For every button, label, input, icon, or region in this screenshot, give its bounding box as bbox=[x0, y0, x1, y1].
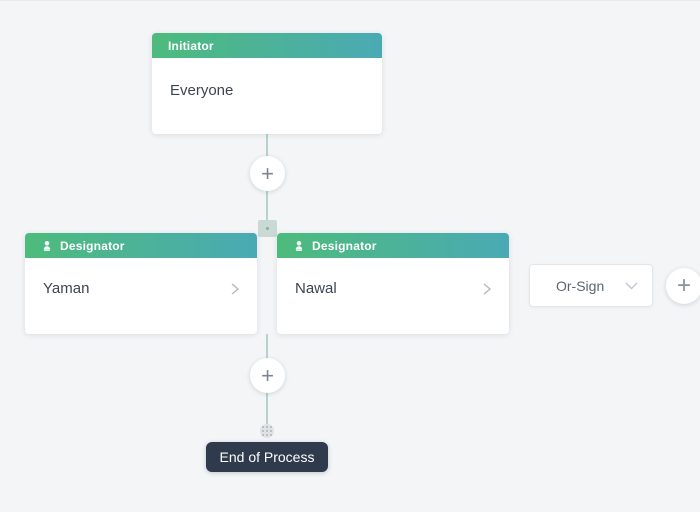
plus-icon: + bbox=[261, 362, 274, 388]
branch-connector-dot bbox=[266, 227, 269, 230]
initiator-value: Everyone bbox=[170, 82, 234, 99]
branch-connector-node bbox=[258, 220, 277, 237]
sign-mode-selected-value: Or-Sign bbox=[556, 277, 605, 294]
connector-end-dot bbox=[260, 424, 274, 438]
sign-mode-select[interactable]: Or-Sign bbox=[529, 264, 653, 307]
designator-card-yaman[interactable]: Designator Yaman bbox=[25, 233, 257, 334]
end-of-process-label: End of Process bbox=[219, 449, 315, 465]
designator-card-header: Designator bbox=[277, 233, 509, 258]
initiator-card-header: Initiator bbox=[152, 33, 382, 58]
designator-value: Yaman bbox=[43, 280, 90, 297]
designator-card-header: Designator bbox=[25, 233, 257, 258]
initiator-card[interactable]: Initiator Everyone bbox=[152, 33, 382, 134]
designator-value: Nawal bbox=[295, 280, 337, 297]
plus-icon: + bbox=[676, 272, 691, 299]
add-step-button-bottom[interactable]: + bbox=[250, 358, 285, 393]
person-icon bbox=[41, 240, 53, 252]
end-of-process-badge: End of Process bbox=[206, 442, 328, 472]
add-designator-button[interactable]: + bbox=[666, 268, 700, 304]
chevron-down-icon bbox=[625, 281, 638, 290]
add-step-button-top[interactable]: + bbox=[250, 156, 285, 191]
person-icon bbox=[293, 240, 305, 252]
chevron-right-icon bbox=[481, 282, 493, 296]
designator-card-nawal[interactable]: Designator Nawal bbox=[277, 233, 509, 334]
plus-icon: + bbox=[261, 160, 274, 186]
designator-type-label: Designator bbox=[312, 238, 377, 253]
initiator-type-label: Initiator bbox=[168, 38, 214, 53]
chevron-right-icon bbox=[229, 282, 241, 296]
designator-type-label: Designator bbox=[60, 238, 125, 253]
